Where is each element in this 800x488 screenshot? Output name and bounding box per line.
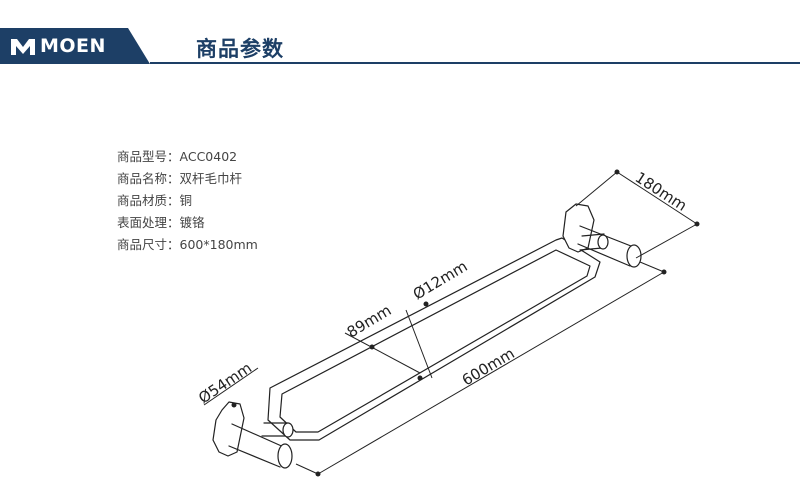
dim-dot xyxy=(231,402,237,408)
right-post-end xyxy=(626,244,642,268)
page-header: MOEN 商品参数 xyxy=(0,0,800,64)
header-divider xyxy=(150,62,800,64)
dim-dot xyxy=(315,471,321,477)
dim-dot xyxy=(661,269,667,275)
dim-89-line xyxy=(344,332,421,374)
dim-dot xyxy=(417,375,423,381)
dim-dot xyxy=(369,344,375,350)
dim-dot xyxy=(694,221,700,227)
spec-list: 商品型号：ACC0402 商品名称：双杆毛巾杆 商品材质：铜 表面处理：镀铬 商… xyxy=(117,146,258,256)
dim-180-ext-top xyxy=(575,171,618,207)
brand-name: MOEN xyxy=(40,35,106,57)
left-post-stub-end xyxy=(282,422,294,438)
spec-value: ACC0402 xyxy=(179,149,238,164)
spec-row-model: 商品型号：ACC0402 xyxy=(117,146,258,168)
dim-180-line xyxy=(616,171,698,225)
dim-600-ext-right xyxy=(639,261,665,273)
spec-label: 商品名称： xyxy=(117,171,180,186)
left-post xyxy=(228,423,287,468)
dim-12-leader xyxy=(405,309,433,379)
dim-label-base-diameter: Ø54mm xyxy=(195,359,255,408)
left-post-end xyxy=(277,443,293,469)
dim-600-line xyxy=(317,271,665,475)
spec-label: 商品材质： xyxy=(117,193,180,208)
spec-row-size: 商品尺寸：600*180mm xyxy=(117,234,258,256)
right-post-stub-end xyxy=(597,234,609,250)
spec-row-material: 商品材质：铜 xyxy=(117,190,258,212)
spec-row-finish: 表面处理：镀铬 xyxy=(117,212,258,234)
right-post-stub xyxy=(579,233,605,251)
towel-bar-inner-frame xyxy=(279,249,591,433)
spec-value: 铜 xyxy=(179,193,193,208)
left-post-stub xyxy=(261,422,289,437)
right-post xyxy=(577,225,637,267)
dim-label-tube-diameter: Ø12mm xyxy=(410,257,471,303)
dim-600-ext-left xyxy=(295,463,319,475)
spec-label: 表面处理： xyxy=(117,215,180,230)
dim-54-leader xyxy=(203,367,259,406)
spec-label: 商品尺寸： xyxy=(117,237,180,252)
towel-bar-outer-frame xyxy=(267,237,601,441)
spec-row-name: 商品名称：双杆毛巾杆 xyxy=(117,168,258,190)
spec-label: 商品型号： xyxy=(117,149,180,164)
left-wall-mount xyxy=(212,401,245,457)
spec-value: 600*180mm xyxy=(179,237,258,252)
section-title: 商品参数 xyxy=(196,37,284,61)
dim-label-bar-spacing: 89mm xyxy=(344,301,395,341)
dim-dot xyxy=(614,169,620,175)
dim-180-ext-bottom xyxy=(635,223,698,259)
dim-label-depth: 180mm xyxy=(632,168,690,215)
dim-label-length: 600mm xyxy=(459,344,518,389)
dim-dot xyxy=(423,301,429,307)
spec-value: 双杆毛巾杆 xyxy=(179,171,243,186)
moen-logo-mark-icon xyxy=(11,39,35,55)
brand-banner xyxy=(0,28,150,64)
spec-value: 镀铬 xyxy=(179,215,205,230)
